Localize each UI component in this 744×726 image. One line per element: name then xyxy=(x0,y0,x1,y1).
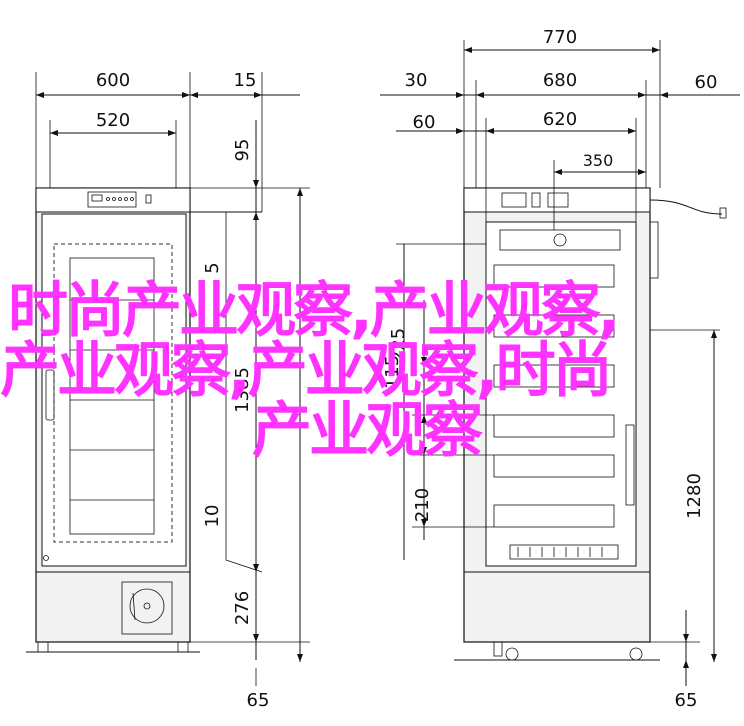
dim-1385: 1385 xyxy=(232,367,253,413)
dim-276: 276 xyxy=(232,591,253,625)
dim-10: 10 xyxy=(202,505,223,528)
dim-65-right: 65 xyxy=(675,690,698,711)
vent-grille-icon xyxy=(509,544,619,560)
caster-icon xyxy=(505,647,519,661)
dim-5: 5 xyxy=(202,262,223,273)
dim-1280: 1280 xyxy=(684,473,705,519)
dim-520: 520 xyxy=(96,110,130,131)
dim-350: 350 xyxy=(583,151,614,170)
lock-icon xyxy=(43,555,49,561)
power-cable-icon xyxy=(649,199,723,215)
dim-225: 225 xyxy=(388,328,409,362)
dim-30: 30 xyxy=(405,70,428,91)
side-view: 770 30 680 60 60 620 350 115 225 21 xyxy=(380,27,740,711)
dim-770: 770 xyxy=(543,27,577,48)
dim-95: 95 xyxy=(232,139,253,162)
dim-115: 115 xyxy=(382,355,403,389)
inner-shelves xyxy=(69,257,155,535)
side-top-panel xyxy=(463,187,651,213)
dim-65-left: 65 xyxy=(247,690,270,711)
dim-620: 620 xyxy=(543,109,577,130)
dim-210: 210 xyxy=(412,488,433,522)
door-handle-icon xyxy=(45,369,55,421)
dim-680: 680 xyxy=(543,70,577,91)
shelves xyxy=(493,264,615,528)
control-display-icon xyxy=(87,191,137,208)
dim-15: 15 xyxy=(234,70,257,91)
front-door xyxy=(41,213,187,567)
chart-recorder-icon xyxy=(121,581,173,635)
front-view: 600 15 520 95 5 1385 10 276 65 xyxy=(26,70,310,711)
side-chamber xyxy=(485,221,637,567)
dim-600: 600 xyxy=(96,70,130,91)
dim-60-offset: 60 xyxy=(413,112,436,133)
caster-icon xyxy=(629,647,643,661)
dim-60-cable: 60 xyxy=(695,72,718,93)
